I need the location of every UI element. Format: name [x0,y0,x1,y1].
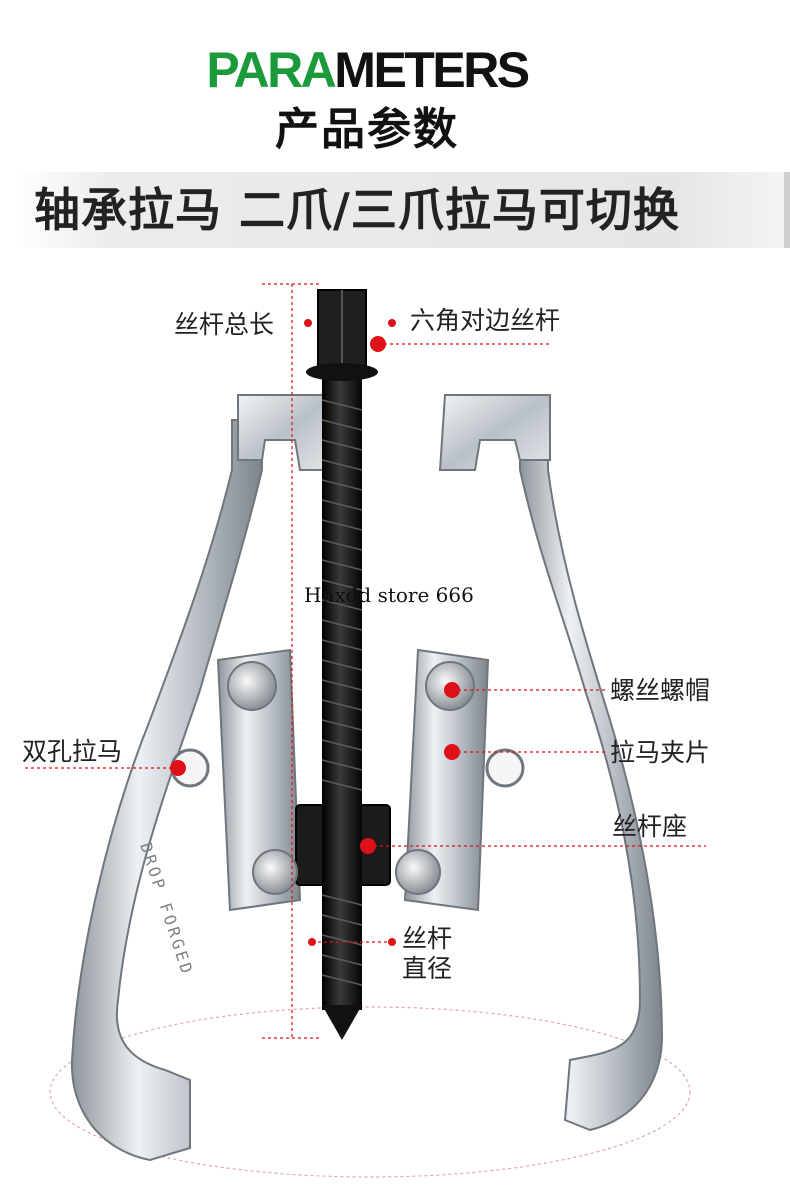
screw-tip [322,1005,362,1040]
page-title-en: PARAMETERS [0,40,734,100]
marker-double-hole [170,760,186,776]
label-hex-screw: 六角对边丝杆 [410,306,561,335]
clamp-plate-right [403,648,490,912]
right-jaw [519,419,664,1132]
marker-diameter-b [388,938,396,946]
base-ellipse [49,1006,691,1178]
label-total-length: 丝杆总长 [174,310,275,339]
store-watermark: Hnxdd store 666 [304,583,474,607]
title-rest: METERS [334,42,530,98]
screw-rod [322,370,362,1010]
marker-hex-screw-b [370,336,386,352]
page-title-cn: 产品参数 [275,104,459,155]
label-diameter-line2: 直径 [402,954,453,983]
marker-clamp-plate [444,744,460,760]
label-screw-seat: 丝杆座 [612,812,688,841]
label-double-hole: 双孔拉马 [22,737,123,766]
left-jaw [70,419,263,1162]
screw-threads [321,399,363,986]
dimension-lines [25,283,706,1039]
label-diameter-line1: 丝杆 [402,924,453,953]
nut-bolt-bottom-left [252,849,298,895]
label-clamp-plate: 拉马夹片 [610,738,711,767]
title-accent: PARA [206,42,336,98]
marker-nut-bolt [444,682,460,698]
nut-bolt-bottom-right [395,849,441,895]
gear-puller-illustration: DROP FORGED [25,283,706,1178]
drop-forged-stamp: DROP FORGED [136,840,197,978]
marker-total-length [304,319,312,327]
collar [306,363,378,381]
banner-edge [784,172,790,248]
yoke-right [438,394,551,471]
hole-right [485,748,525,788]
feature-banner-text: 轴承拉马 二爪/三爪拉马可切换 [34,183,680,237]
marker-screw-seat [360,838,376,854]
marker-diameter-a [308,938,316,946]
clamp-plate-left [216,648,302,912]
label-nut-bolt: 螺丝螺帽 [610,676,711,705]
marker-hex-screw-a [388,319,396,327]
markers [170,319,460,946]
yoke-left [237,394,334,471]
feature-banner [16,172,790,248]
nut-bolt-top-left [227,661,277,711]
